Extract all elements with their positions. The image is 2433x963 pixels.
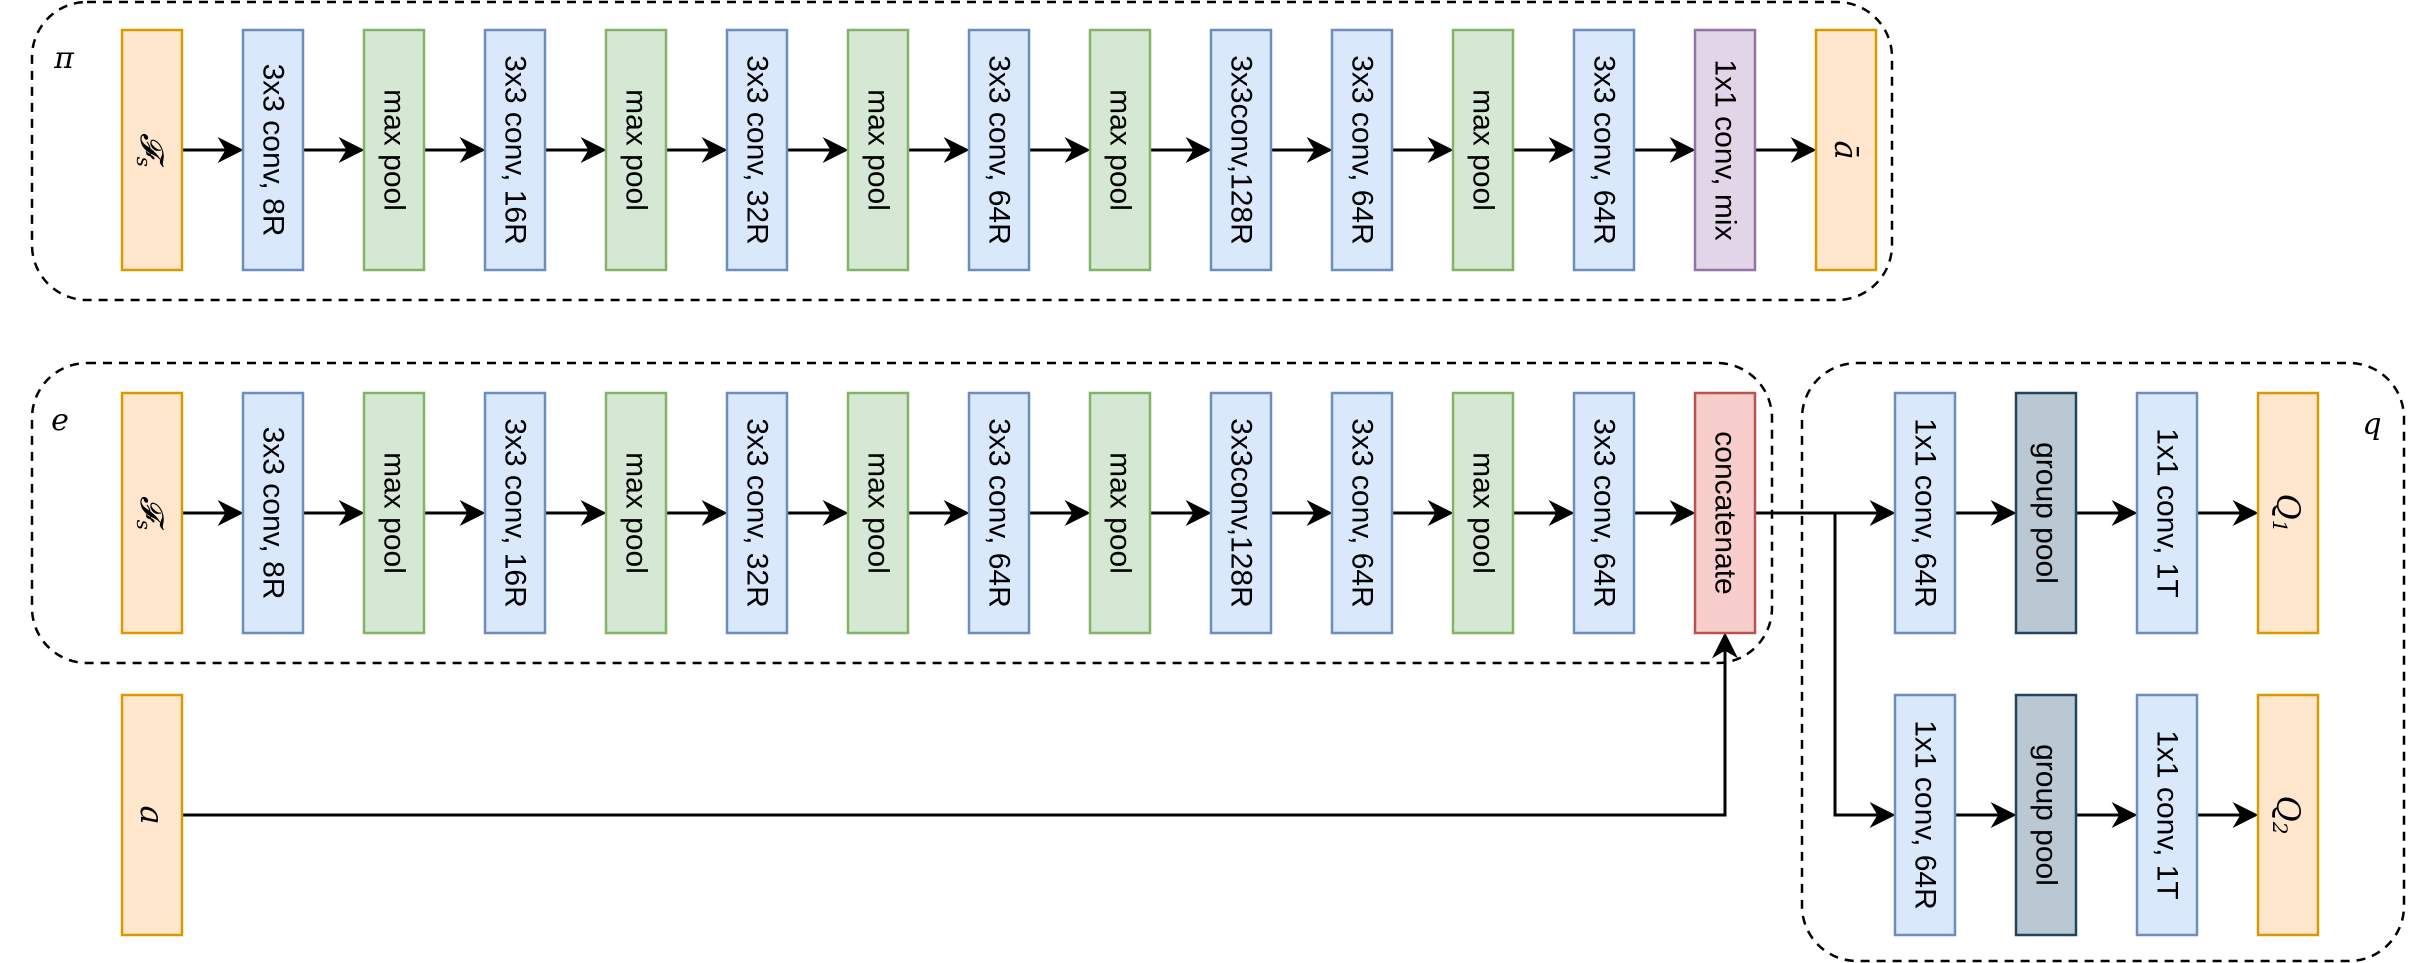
action-input-box — [120, 693, 184, 937]
action-input-box-symbol: a — [133, 805, 171, 824]
encoder-box-3-3x3-conv-16r — [483, 391, 547, 635]
critic-branch-1-box-1-group-pool-label: group pool — [2030, 442, 2063, 584]
policy-box-13-1x1-conv-mix — [1693, 28, 1757, 272]
policy-box-7-3x3-conv-64r-label: 3x3 conv, 64R — [983, 55, 1016, 245]
policy-box-6-max-pool-label: max pool — [862, 89, 895, 211]
concatenate-to-branch-2-arrow — [1833, 513, 1896, 828]
critic-branch-2-box-0-1x1-conv-64r-label: 1x1 conv, 64R — [1909, 720, 1942, 910]
critic-branch-2-box-3-q — [2256, 693, 2320, 937]
encoder-box-2-max-pool-label: max pool — [378, 452, 411, 574]
critic-branch-1-box-2-1x1-conv-1t — [2135, 391, 2199, 635]
policy-box-0--subscript: s — [132, 157, 156, 167]
policy-box-11-max-pool — [1451, 28, 1515, 272]
critic-branch-2-box-3-q-symbol: Q — [2269, 796, 2307, 822]
policy-box-5-3x3-conv-32r-label: 3x3 conv, 32R — [741, 55, 774, 245]
policy-box-14- — [1814, 28, 1878, 272]
policy-box-2-max-pool-label: max pool — [378, 89, 411, 211]
critic-branch-2-box-2-1x1-conv-1t — [2135, 693, 2199, 937]
encoder-box-9-3x3conv-128r — [1209, 391, 1273, 635]
encoder-box-5-3x3-conv-32r — [725, 391, 789, 635]
critic-group-label: q — [2362, 407, 2381, 442]
encoder-box-6-max-pool — [846, 391, 910, 635]
encoder-box-10-3x3-conv-64r-label: 3x3 conv, 64R — [1346, 418, 1379, 608]
critic-branch-1-box-3-q — [2256, 391, 2320, 635]
critic-branch-2-box-3-q-math-label: Q2 — [2268, 796, 2307, 835]
encoder-box-10-3x3-conv-64r — [1330, 391, 1394, 635]
encoder-box-7-3x3-conv-64r — [967, 391, 1031, 635]
policy-box-9-3x3conv-128r-label: 3x3conv,128R — [1225, 55, 1258, 245]
encoder-box-7-3x3-conv-64r-label: 3x3 conv, 64R — [983, 418, 1016, 608]
encoder-box-12-3x3-conv-64r-label: 3x3 conv, 64R — [1588, 418, 1621, 608]
encoder-box-13-concatenate-label: concatenate — [1709, 431, 1742, 594]
policy-box-6-max-pool — [846, 28, 910, 272]
encoder-box-8-max-pool-label: max pool — [1104, 452, 1137, 574]
encoder-box-1-3x3-conv-8r — [241, 391, 305, 635]
critic-branch-2-box-3-q-subscript: 2 — [2268, 821, 2292, 835]
critic-branch-1-box-1-group-pool — [2014, 391, 2078, 635]
critic-branch-2-box-1-group-pool — [2014, 693, 2078, 937]
policy-box-2-max-pool — [362, 28, 426, 272]
policy-box-8-max-pool — [1088, 28, 1152, 272]
encoder-box-4-max-pool — [604, 391, 668, 635]
encoder-box-2-max-pool — [362, 391, 426, 635]
policy-box-14--math-label: ā — [1827, 140, 1865, 159]
policy-box-0- — [120, 28, 184, 272]
policy-box-4-max-pool-label: max pool — [620, 89, 653, 211]
policy-box-8-max-pool-label: max pool — [1104, 89, 1137, 211]
critic-group-border — [1800, 361, 2406, 963]
policy-box-1-3x3-conv-8r-label: 3x3 conv, 8R — [257, 64, 290, 237]
encoder-group-label: e — [51, 403, 69, 438]
policy-box-14--symbol: ā — [1827, 140, 1865, 159]
encoder-box-8-max-pool — [1088, 391, 1152, 635]
critic-branch-1-box-3-q-subscript: 1 — [2268, 520, 2292, 533]
policy-box-3-3x3-conv-16r-label: 3x3 conv, 16R — [499, 55, 532, 245]
critic-branch-2-box-1-group-pool-label: group pool — [2030, 744, 2063, 886]
policy-box-3-3x3-conv-16r — [483, 28, 547, 272]
policy-group-label: π — [53, 41, 75, 76]
encoder-box-6-max-pool-label: max pool — [862, 452, 895, 574]
critic-branch-2-box-0-1x1-conv-64r — [1893, 693, 1957, 937]
policy-box-4-max-pool — [604, 28, 668, 272]
encoder-box-4-max-pool-label: max pool — [620, 452, 653, 574]
encoder-box-11-max-pool — [1451, 391, 1515, 635]
policy-group-border — [30, 0, 1894, 302]
policy-box-13-1x1-conv-mix-label: 1x1 conv, mix — [1709, 59, 1742, 240]
critic-branch-1-box-0-1x1-conv-64r — [1893, 391, 1957, 635]
critic-branch-1-box-3-q-math-label: Q1 — [2268, 494, 2307, 533]
encoder-box-13-concatenate — [1693, 391, 1757, 635]
policy-box-1-3x3-conv-8r — [241, 28, 305, 272]
policy-box-7-3x3-conv-64r — [967, 28, 1031, 272]
encoder-box-9-3x3conv-128r-label: 3x3conv,128R — [1225, 418, 1258, 608]
critic-branch-1-box-2-1x1-conv-1t-label: 1x1 conv, 1T — [2151, 428, 2184, 598]
critic-branch-2-box-2-1x1-conv-1t-label: 1x1 conv, 1T — [2151, 730, 2184, 900]
critic-branch-1-box-3-q-symbol: Q — [2269, 494, 2307, 520]
encoder-box-0- — [120, 391, 184, 635]
encoder-box-1-3x3-conv-8r-label: 3x3 conv, 8R — [257, 427, 290, 600]
encoder-box-11-max-pool-label: max pool — [1467, 452, 1500, 574]
encoder-box-0--subscript: s — [132, 520, 156, 530]
encoder-box-5-3x3-conv-32r-label: 3x3 conv, 32R — [741, 418, 774, 608]
policy-box-5-3x3-conv-32r — [725, 28, 789, 272]
encoder-box-3-3x3-conv-16r-label: 3x3 conv, 16R — [499, 418, 532, 608]
policy-box-9-3x3conv-128r — [1209, 28, 1273, 272]
policy-box-12-3x3-conv-64r — [1572, 28, 1636, 272]
policy-box-11-max-pool-label: max pool — [1467, 89, 1500, 211]
encoder-box-12-3x3-conv-64r — [1572, 391, 1636, 635]
policy-box-10-3x3-conv-64r — [1330, 28, 1394, 272]
policy-box-12-3x3-conv-64r-label: 3x3 conv, 64R — [1588, 55, 1621, 245]
action-input-box-math-label: a — [133, 805, 171, 824]
policy-box-10-3x3-conv-64r-label: 3x3 conv, 64R — [1346, 55, 1379, 245]
critic-branch-1-box-0-1x1-conv-64r-label: 1x1 conv, 64R — [1909, 418, 1942, 608]
action-to-concatenate-arrow — [182, 632, 1738, 817]
